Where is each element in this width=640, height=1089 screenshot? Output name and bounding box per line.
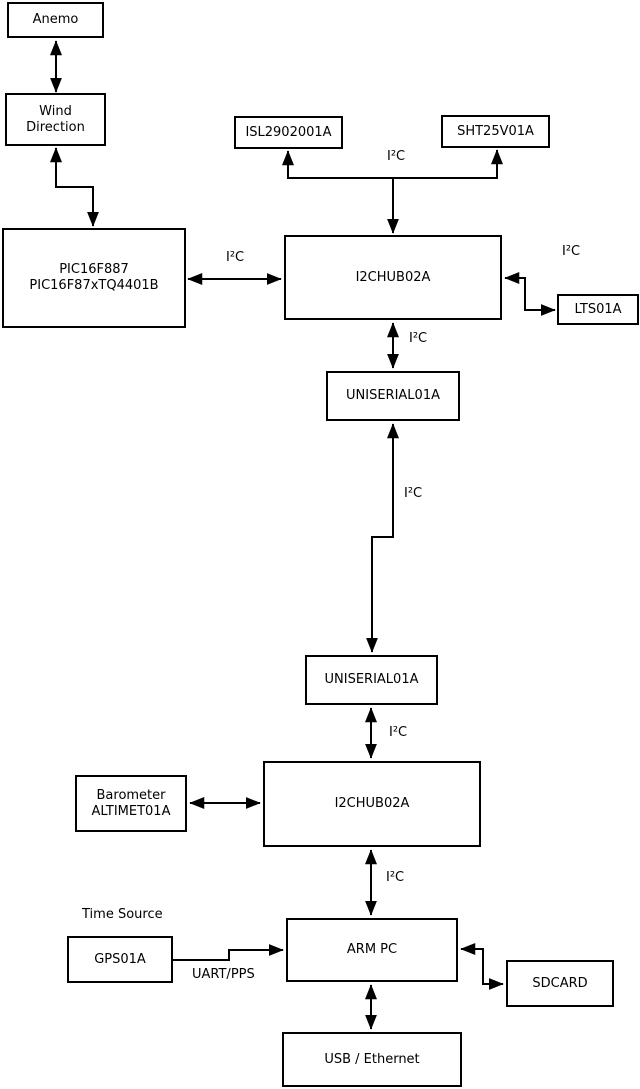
edge-arm-pc-sdcard bbox=[460, 943, 504, 990]
node-sht25v01a: SHT25V01A bbox=[441, 115, 550, 148]
edge-gps-arm-pc bbox=[173, 944, 284, 961]
label-uart-pps: UART/PPS bbox=[192, 967, 255, 982]
label-i2c-pic-hub: I²C bbox=[226, 250, 245, 265]
node-arm-pc: ARM PC bbox=[286, 918, 458, 982]
label-i2c-hub2-arm: I²C bbox=[386, 870, 405, 885]
node-wind-direction: Wind Direction bbox=[5, 93, 106, 146]
node-sdcard: SDCARD bbox=[506, 960, 614, 1007]
label-i2c-uniserial-link: I²C bbox=[404, 486, 423, 501]
node-lts01a: LTS01A bbox=[557, 294, 639, 325]
node-i2chub02a-top: I2CHUB02A bbox=[284, 235, 502, 320]
edge-i2chub-top-lts bbox=[504, 272, 556, 316]
label-i2c-hub-uniserial: I²C bbox=[409, 331, 428, 346]
edge-wind-direction-pic bbox=[50, 147, 99, 227]
label-i2c-sensor-bus: I²C bbox=[387, 149, 406, 164]
node-i2chub02a-bottom: I2CHUB02A bbox=[263, 761, 481, 847]
label-i2c-uniserial-hub2: I²C bbox=[389, 725, 408, 740]
node-anemo: Anemo bbox=[7, 2, 104, 38]
node-pic16f887: PIC16F887 PIC16F87xTQ4401B bbox=[2, 228, 186, 328]
edge-uniserial-top-uniserial-bottom bbox=[366, 423, 399, 653]
label-time-source: Time Source bbox=[82, 907, 163, 922]
node-usb-ethernet: USB / Ethernet bbox=[282, 1032, 462, 1087]
node-barometer-altimet01a: Barometer ALTIMET01A bbox=[75, 775, 187, 832]
node-uniserial01a-top: UNISERIAL01A bbox=[326, 371, 460, 421]
node-uniserial01a-bottom: UNISERIAL01A bbox=[305, 655, 438, 705]
node-isl2902001a: ISL2902001A bbox=[234, 116, 343, 149]
node-gps01a: GPS01A bbox=[67, 936, 173, 983]
label-i2c-hub-lts: I²C bbox=[562, 244, 581, 259]
